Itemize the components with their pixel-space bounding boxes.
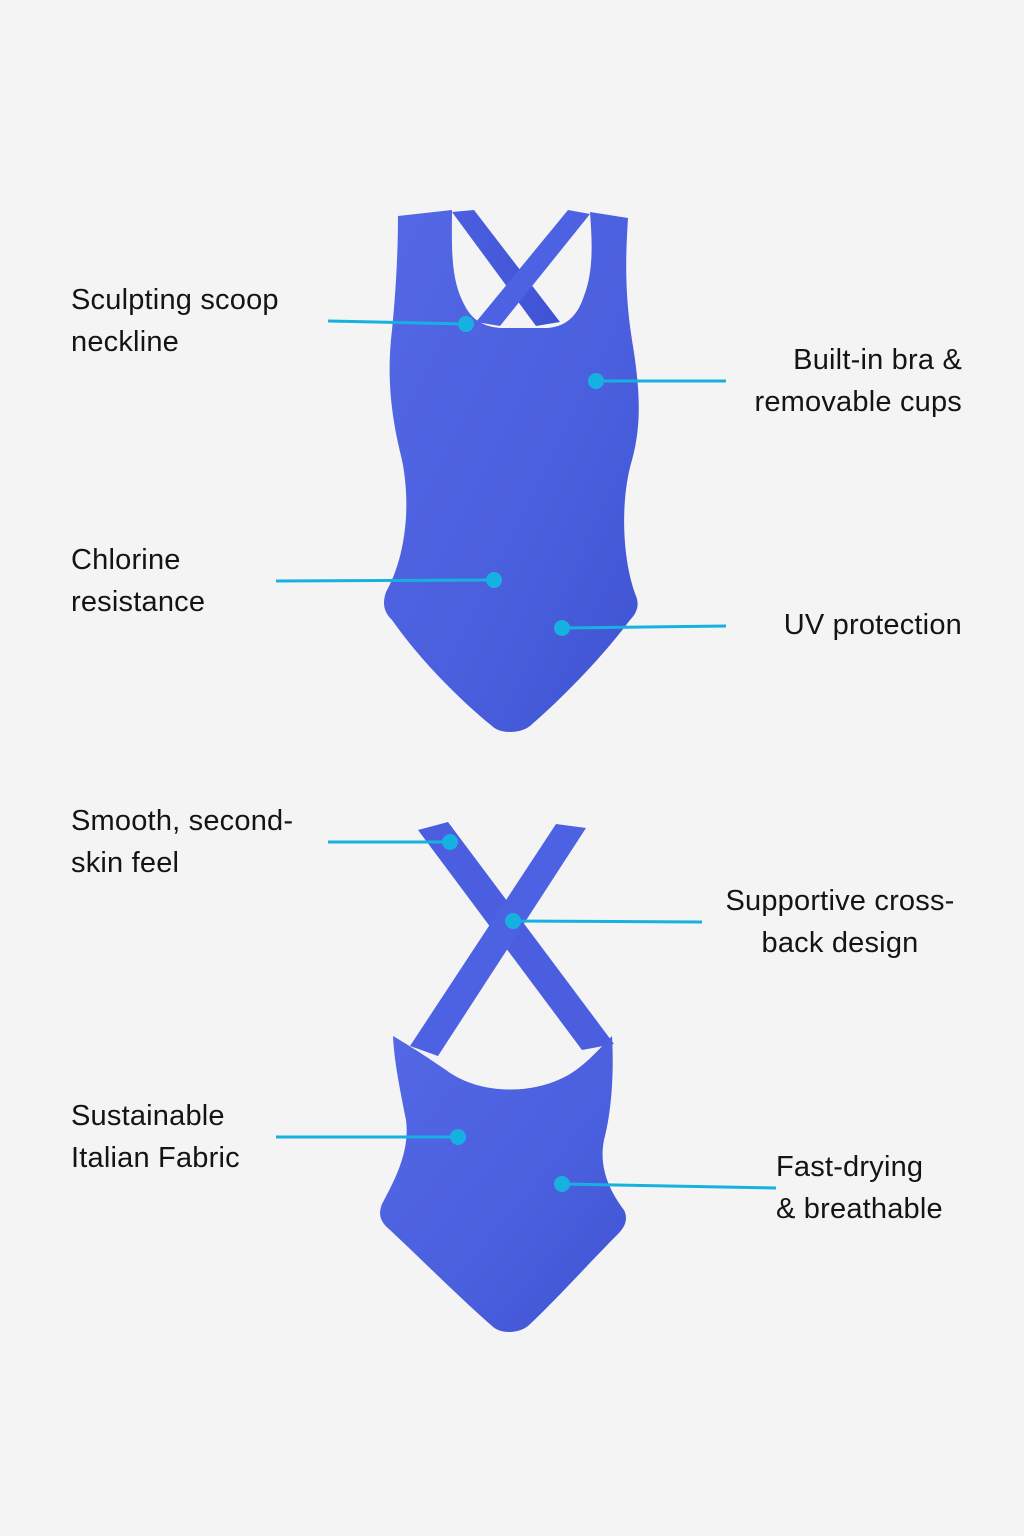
callout-lines	[275, 319, 777, 1190]
label-sculpting-scoop-neckline: Sculpting scoop neckline	[71, 284, 279, 358]
label-smooth-second-skin: Smooth, second- skin feel	[71, 805, 294, 879]
back-view-swimsuit	[380, 822, 626, 1332]
label-sustainable-italian-fabric: Sustainable Italian Fabric	[71, 1100, 240, 1174]
front-view-swimsuit	[384, 210, 639, 732]
label-fast-drying-breathable: Fast-drying & breathable	[776, 1151, 943, 1225]
label-built-in-bra: Built-in bra & removable cups	[754, 344, 962, 418]
callout-dots	[442, 316, 604, 1192]
label-supportive-cross-back: Supportive cross- back design	[725, 885, 955, 959]
label-uv-protection: UV protection	[783, 609, 962, 641]
label-chlorine-resistance: Chlorine resistance	[71, 544, 206, 618]
